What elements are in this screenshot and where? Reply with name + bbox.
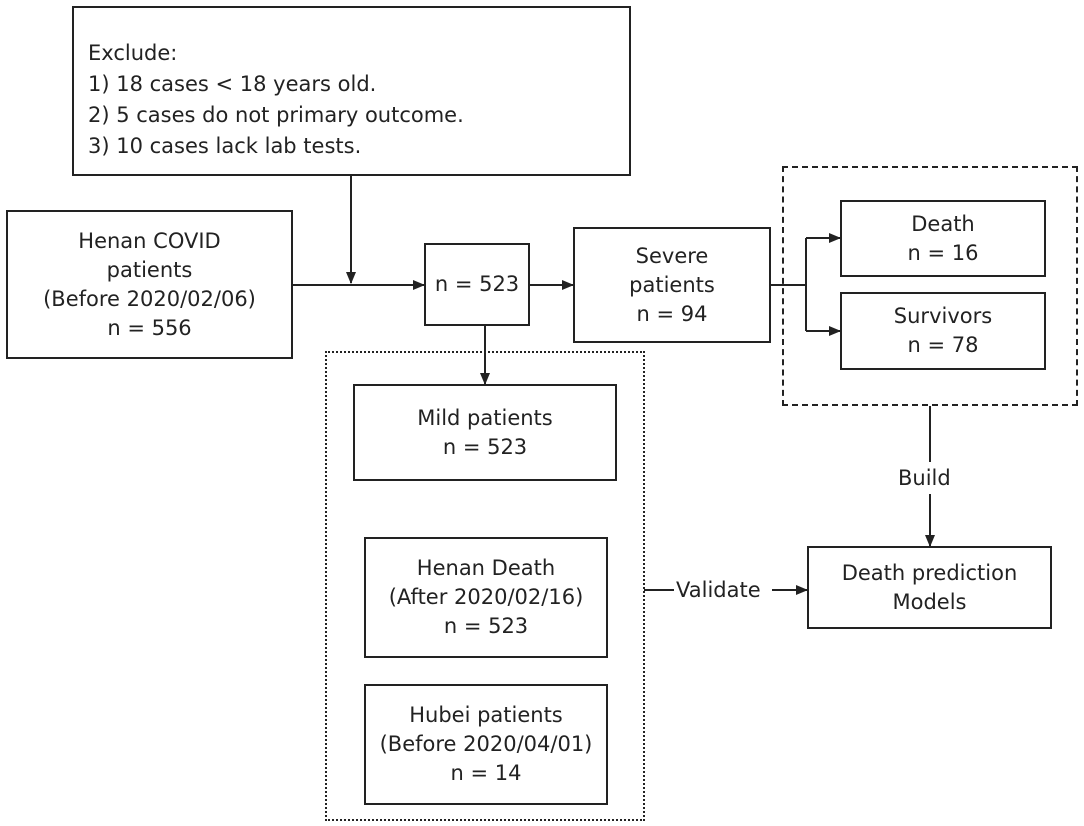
box-line: n = 16: [907, 240, 979, 265]
box-line: Death prediction: [841, 560, 1018, 585]
box-line: patients: [629, 272, 715, 297]
box-line: n = 94: [636, 301, 708, 326]
validation-group-frame: [325, 351, 645, 821]
validate-edge-label: Validate: [676, 577, 761, 603]
box-line: Death: [911, 211, 975, 236]
death-box: Death n = 16: [840, 200, 1046, 277]
box-line: n = 556: [107, 315, 192, 340]
exclusion-criteria-box: Exclude: 1) 18 cases < 18 years old. 2) …: [72, 6, 631, 176]
box-line: (Before 2020/04/01): [379, 732, 593, 756]
box-line: Hubei patients: [409, 703, 563, 727]
box-line: Mild patients: [417, 405, 553, 430]
hubei-patients-box: Hubei patients (Before 2020/04/01) n = 1…: [364, 684, 608, 805]
box-line: Henan Death: [416, 556, 556, 580]
mild-patients-box: Mild patients n = 523: [353, 384, 617, 481]
build-edge-label: Build: [898, 465, 951, 491]
survivors-box: Survivors n = 78: [840, 292, 1046, 370]
exclusion-heading: Exclude:: [88, 41, 178, 65]
death-prediction-models-box: Death prediction Models: [807, 546, 1052, 629]
included-patients-box: n = 523: [424, 243, 530, 326]
box-line: n = 78: [907, 333, 979, 357]
exclusion-item: 2) 5 cases do not primary outcome.: [88, 103, 464, 127]
severe-patients-box: Severe patients n = 94: [573, 227, 771, 343]
outcome-group-frame: [782, 166, 1078, 406]
box-line: (Before 2020/02/06): [43, 286, 256, 311]
box-line: n = 523: [442, 434, 528, 459]
box-line: (After 2020/02/16): [388, 585, 584, 609]
box-line: patients: [106, 257, 193, 282]
box-line: Severe: [635, 243, 709, 268]
exclusion-item: 1) 18 cases < 18 years old.: [88, 72, 377, 96]
henan-covid-patients-box: Henan COVID patients (Before 2020/02/06)…: [6, 210, 293, 359]
box-line: Henan COVID: [78, 228, 221, 253]
box-line: Survivors: [893, 304, 993, 328]
box-line: n = 523: [443, 614, 529, 638]
exclusion-item: 3) 10 cases lack lab tests.: [88, 134, 362, 158]
box-line: n = 14: [450, 761, 522, 785]
box-line: n = 523: [434, 272, 520, 296]
box-line: Models: [892, 589, 967, 614]
henan-death-box: Henan Death (After 2020/02/16) n = 523: [364, 537, 608, 658]
